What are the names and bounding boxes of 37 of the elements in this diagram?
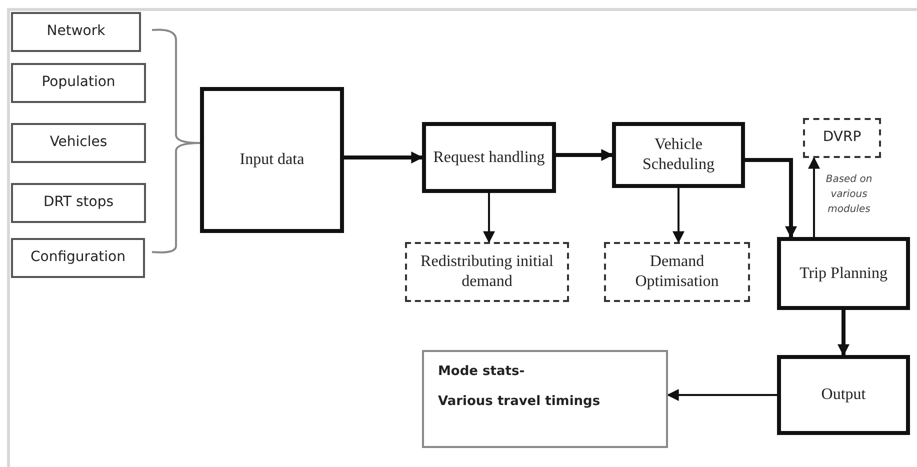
node-text: Input data: [240, 150, 304, 170]
node-text: Population: [42, 74, 116, 92]
node-text: Vehicles: [50, 134, 108, 152]
process-box: [777, 355, 910, 435]
node-text: Configuration: [30, 249, 126, 267]
input-box: [11, 183, 146, 223]
node-text: Vehicle Scheduling: [642, 135, 716, 175]
node-text: Various travel timings: [438, 394, 600, 410]
node-text: Redistributing initial demand: [420, 252, 554, 292]
node-text: Output: [821, 385, 866, 405]
arrow: [838, 310, 850, 356]
arrow: [483, 193, 495, 244]
arrow: [666, 389, 777, 401]
node-text: Mode stats-: [438, 364, 525, 380]
input-box: [11, 63, 146, 103]
input-box: [11, 238, 145, 278]
node-text: Demand Optimisation: [634, 252, 720, 292]
arrow: [808, 156, 820, 237]
arrow: [672, 188, 684, 244]
process-box: [612, 122, 745, 188]
process-box: [200, 87, 344, 233]
node-text: DVRP: [822, 129, 862, 147]
arrow: [344, 152, 424, 164]
input-box: [11, 123, 146, 163]
arrow: [556, 149, 614, 161]
node-text: DRT stops: [43, 194, 114, 212]
node-text: Request handling: [433, 148, 545, 168]
input-box: [11, 12, 141, 52]
process-box: [422, 122, 556, 193]
module-box: [405, 242, 569, 302]
process-box: [777, 237, 910, 310]
node-text: Network: [46, 23, 106, 41]
module-box: [604, 242, 750, 302]
arrow: [745, 158, 797, 238]
module-box: [803, 118, 881, 158]
node-text: Trip Planning: [800, 264, 888, 284]
result-box: [422, 350, 668, 448]
